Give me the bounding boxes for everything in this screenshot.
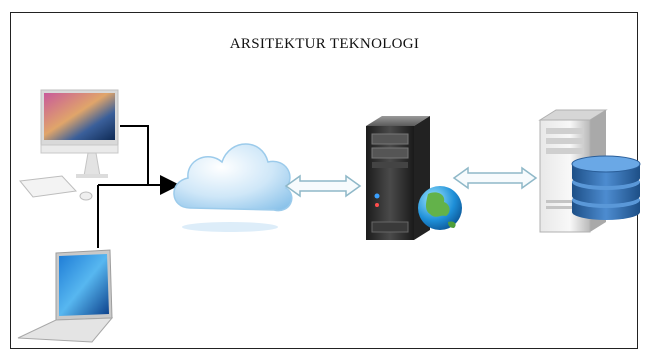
client-connector [97, 125, 180, 248]
double-arrow-cloud-server [284, 174, 362, 198]
cloud-icon [173, 143, 293, 232]
globe-icon [418, 186, 462, 230]
double-arrow-server-database [452, 166, 538, 190]
web-server-icon [366, 116, 430, 240]
diagram-title: ARSITEKTUR TEKNOLOGI [229, 36, 420, 52]
laptop-icon [17, 249, 114, 343]
desktop-computer-icon [19, 89, 119, 201]
database-icon [571, 155, 641, 220]
